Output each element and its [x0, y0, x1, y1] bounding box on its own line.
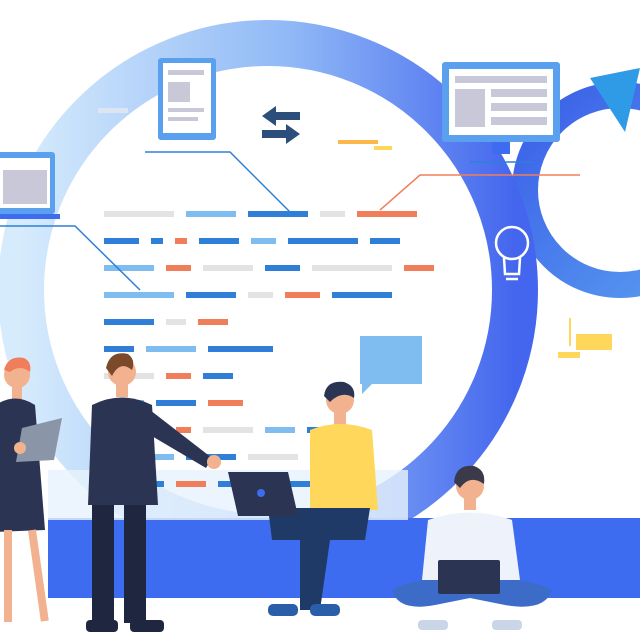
code-line-segment — [199, 238, 239, 244]
lightbulb-icon — [494, 225, 530, 281]
code-line-segment — [248, 211, 308, 217]
code-line-segment — [166, 373, 191, 379]
code-line-segment — [176, 481, 206, 487]
code-line-segment — [208, 346, 273, 352]
person-man-sitting-laptop — [392, 465, 552, 630]
code-line-segment — [198, 319, 228, 325]
person-man-yellow-laptop — [228, 381, 378, 616]
code-line-segment — [151, 238, 163, 244]
sticky-notes — [558, 318, 612, 358]
code-line-segment — [166, 319, 186, 325]
person-woman-tablet — [0, 357, 62, 622]
code-line-segment — [285, 292, 320, 298]
connector-lines — [0, 151, 580, 291]
document-icon — [158, 58, 216, 140]
person-man-suit — [86, 353, 221, 632]
code-line-segment — [156, 400, 196, 406]
code-line-segment — [104, 238, 139, 244]
code-line-segment — [104, 346, 134, 352]
code-line-segment — [175, 238, 187, 244]
monitor-icon — [442, 62, 560, 154]
code-line-segment — [265, 265, 300, 271]
code-line-segment — [320, 211, 345, 217]
decor-dash — [338, 140, 378, 144]
code-line-segment — [251, 238, 276, 244]
code-line-segment — [104, 292, 174, 298]
code-line-segment — [332, 292, 392, 298]
code-line-segment — [248, 454, 298, 460]
chat-bubble-icon — [360, 336, 422, 394]
code-line-segment — [357, 211, 417, 217]
code-line-segment — [265, 427, 295, 433]
code-line-segment — [186, 292, 236, 298]
code-line-segment — [186, 211, 236, 217]
code-line-segment — [312, 265, 392, 271]
laptop-icon — [0, 152, 60, 219]
code-line-segment — [104, 211, 174, 217]
code-line-segment — [203, 265, 253, 271]
code-line-segment — [146, 346, 196, 352]
code-line-segment — [176, 427, 191, 433]
code-line-segment — [104, 265, 154, 271]
decor-dash — [98, 108, 128, 113]
code-line-segment — [203, 373, 233, 379]
code-line-segment — [404, 265, 434, 271]
arrow-cursor-icon — [590, 68, 640, 132]
code-line-segment — [203, 427, 253, 433]
code-line-segment — [370, 238, 400, 244]
code-line-segment — [248, 292, 273, 298]
code-line-segment — [288, 238, 358, 244]
code-line-segment — [166, 265, 191, 271]
code-line-segment — [104, 319, 154, 325]
exchange-arrows-icon — [262, 106, 300, 144]
code-line-segment — [208, 400, 243, 406]
decor-dash — [374, 146, 392, 150]
